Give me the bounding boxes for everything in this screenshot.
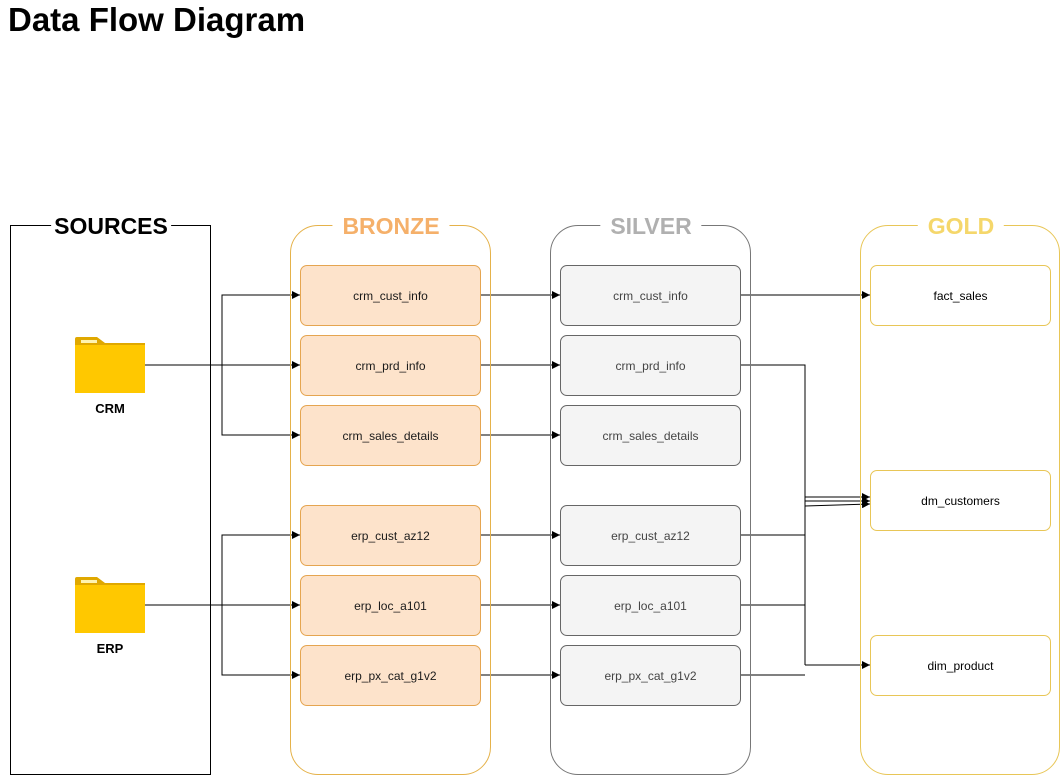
arrow-crm-to-crm-sales-details	[221, 365, 300, 439]
bronze-table-crm-cust-info[interactable]: crm_cust_info	[300, 265, 481, 326]
gold-panel: GOLD	[860, 212, 1060, 775]
bronze-table-erp-px-cat-g1v2[interactable]: erp_px_cat_g1v2	[300, 645, 481, 706]
erp-label: ERP	[96, 641, 124, 656]
gold-label: GOLD	[917, 212, 1005, 240]
arrow-to-dm-customers-3	[804, 500, 871, 509]
crm-folder-icon[interactable]	[75, 337, 145, 393]
bronze-label: BRONZE	[332, 212, 450, 240]
silver-label: SILVER	[600, 212, 702, 240]
bronze-table-erp-cust-az12[interactable]: erp_cust_az12	[300, 505, 481, 566]
gold-table-dim-product[interactable]: dim_product	[870, 635, 1051, 696]
bronze-table-crm-sales-details[interactable]: crm_sales_details	[300, 405, 481, 466]
bronze-panel: BRONZE	[290, 212, 491, 775]
gold-table-dm-customers[interactable]: dm_customers	[870, 470, 1051, 531]
silver-table-erp-loc-a101[interactable]: erp_loc_a101	[560, 575, 741, 636]
gold-table-fact-sales[interactable]: fact_sales	[870, 265, 1051, 326]
sources-panel: SOURCES	[10, 212, 211, 775]
silver-table-erp-cust-az12[interactable]: erp_cust_az12	[560, 505, 741, 566]
page-title: Data Flow Diagram	[8, 1, 306, 38]
silver-table-crm-cust-info[interactable]: crm_cust_info	[560, 265, 741, 326]
bronze-table-erp-loc-a101[interactable]: erp_loc_a101	[300, 575, 481, 636]
arrow-erp-to-erp-cust-az12	[221, 531, 300, 605]
arrow-erp-to-erp-px-cat	[221, 605, 300, 679]
arrow-crm-to-crm-cust-info	[221, 291, 300, 365]
erp-folder-icon[interactable]	[75, 577, 145, 633]
connector-silver-bus	[740, 364, 806, 665]
silver-table-crm-sales-details[interactable]: crm_sales_details	[560, 405, 741, 466]
crm-label: CRM	[95, 401, 125, 416]
sources-label: SOURCES	[51, 212, 171, 240]
silver-table-crm-prd-info[interactable]: crm_prd_info	[560, 335, 741, 396]
silver-table-erp-px-cat-g1v2[interactable]: erp_px_cat_g1v2	[560, 645, 741, 706]
silver-panel: SILVER	[550, 212, 751, 775]
bronze-table-crm-prd-info[interactable]: crm_prd_info	[300, 335, 481, 396]
